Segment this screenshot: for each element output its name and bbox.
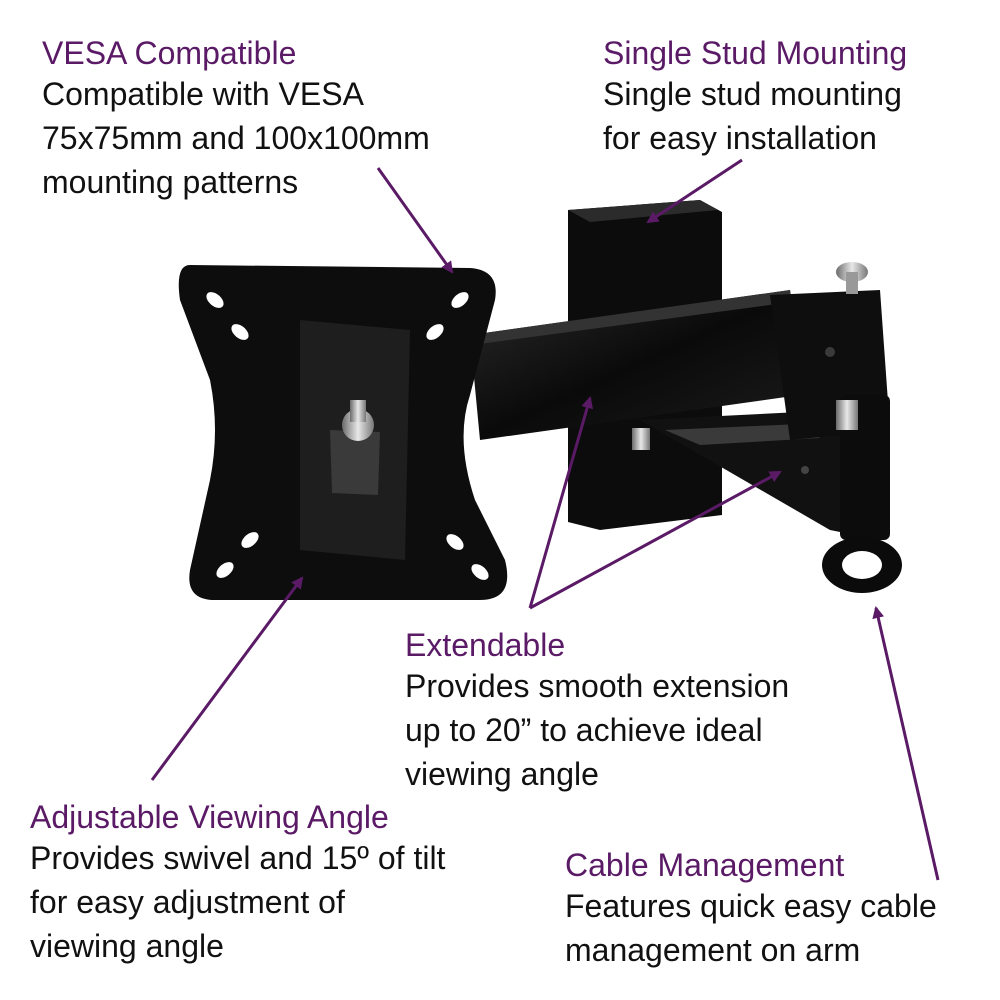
callout-line: Provides swivel and 15º of tilt [30, 840, 446, 876]
callout-title: Adjustable Viewing Angle [30, 799, 389, 835]
arrow-stud [646, 158, 743, 224]
callout-line: for easy installation [603, 120, 877, 156]
callout-line: up to 20” to achieve ideal [405, 712, 763, 748]
callout-line: viewing angle [405, 756, 599, 792]
callout-title: Cable Management [565, 847, 845, 883]
callout-arrows [150, 158, 940, 881]
callout-line: for easy adjustment of [30, 884, 345, 920]
callout-line: Features quick easy cable [565, 888, 937, 924]
arrow-extend-bracket [529, 470, 782, 610]
callout-title: Extendable [405, 627, 566, 663]
callout-line: viewing angle [30, 928, 224, 964]
pivot-column [836, 262, 890, 540]
callout-line: mounting patterns [42, 164, 299, 200]
callout-vesa: VESA Compatible Compatible with VESA 75x… [42, 34, 430, 204]
cable-ring [822, 537, 902, 593]
callout-extend: Extendable Provides smooth extension up … [405, 626, 789, 796]
arm-bolt [632, 428, 650, 450]
lower-bracket [640, 410, 880, 540]
callout-line: Compatible with VESA [42, 76, 364, 112]
callout-line: management on arm [565, 932, 861, 968]
vesa-plate [178, 265, 508, 600]
callout-line: 75x75mm and 100x100mm [42, 120, 430, 156]
callout-stud: Single Stud Mounting Single stud mountin… [603, 34, 907, 160]
arrow-angle [150, 576, 304, 781]
callout-title: VESA Compatible [42, 35, 297, 71]
callout-line: Single stud mounting [603, 76, 902, 112]
callout-cable: Cable Management Features quick easy cab… [565, 846, 937, 972]
arrow-extend-arm [528, 396, 594, 609]
arrow-cable [872, 606, 940, 881]
callout-line: Provides smooth extension [405, 668, 790, 704]
arrow-vesa [376, 167, 454, 274]
callout-angle: Adjustable Viewing Angle Provides swivel… [30, 798, 445, 968]
callout-title: Single Stud Mounting [603, 35, 908, 71]
